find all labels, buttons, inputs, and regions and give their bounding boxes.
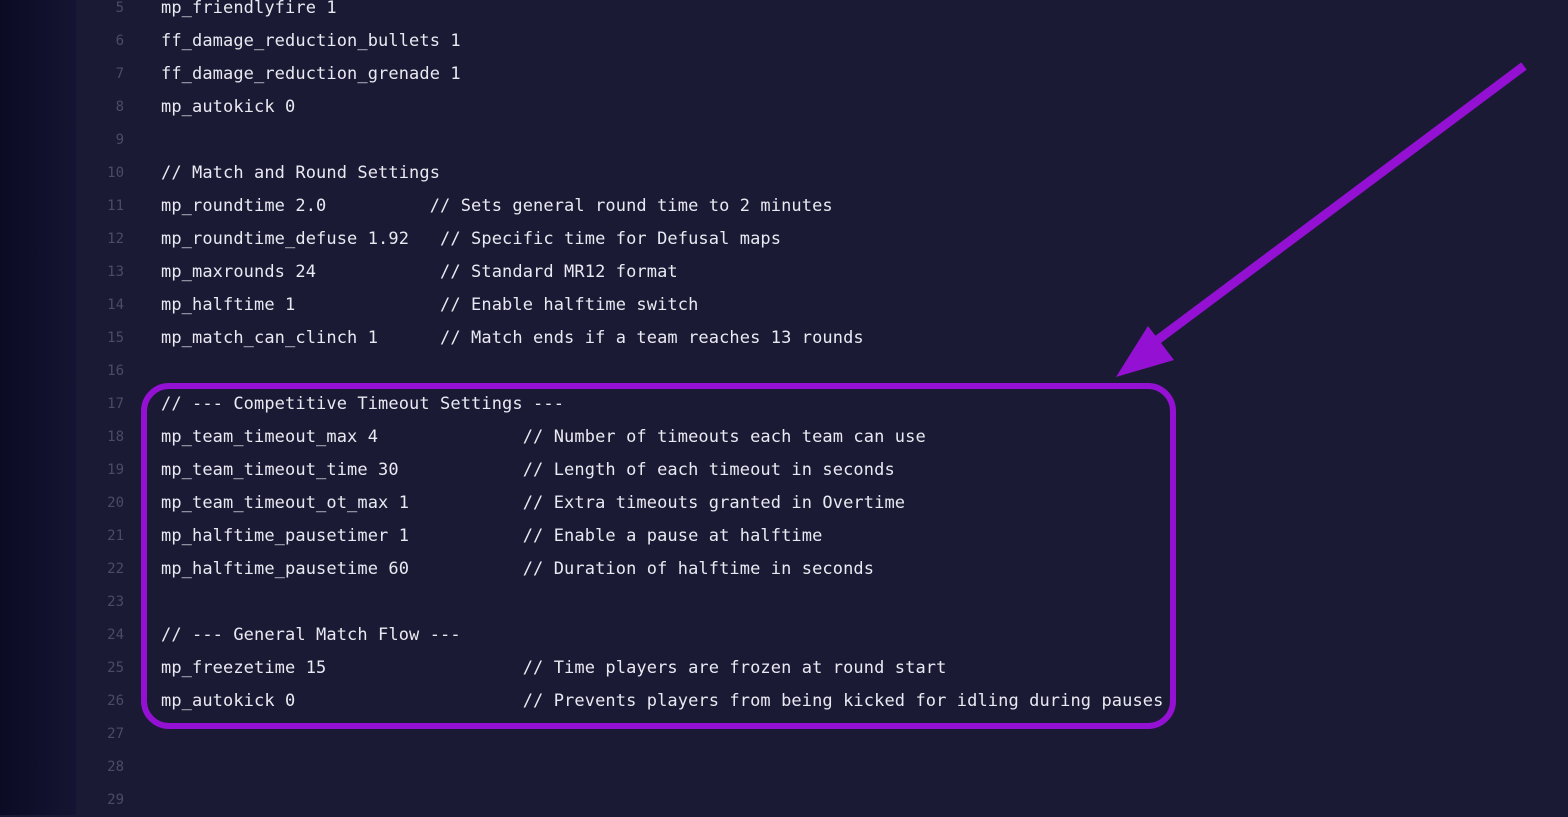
line-number: 7 <box>115 66 124 82</box>
code-line[interactable]: 25 mp_freezetime 15 // Time players are f… <box>76 652 1568 685</box>
line-text[interactable]: // --- Competitive Timeout Settings --- <box>161 394 565 414</box>
line-number: 28 <box>107 759 124 775</box>
line-number: 20 <box>107 495 124 511</box>
line-text[interactable]: mp_halftime_pausetime 60 // Duration of … <box>161 559 875 579</box>
line-number: 29 <box>107 792 124 808</box>
line-number: 27 <box>107 726 124 742</box>
line-number: 14 <box>107 297 124 313</box>
code-line[interactable]: 18 mp_team_timeout_max 4 // Number of tim… <box>76 421 1568 454</box>
line-number: 13 <box>107 264 124 280</box>
line-text[interactable]: mp_halftime_pausetimer 1 // Enable a pau… <box>161 526 823 546</box>
line-number: 24 <box>107 627 124 643</box>
code-line[interactable]: 22 mp_halftime_pausetime 60 // Duration o… <box>76 553 1568 586</box>
code-line[interactable]: 27 <box>76 718 1568 751</box>
line-number: 10 <box>107 165 124 181</box>
line-text[interactable]: mp_team_timeout_time 30 // Length of eac… <box>161 460 895 480</box>
code-line[interactable]: 16 <box>76 355 1568 388</box>
line-text[interactable]: // --- General Match Flow --- <box>161 625 461 645</box>
code-line[interactable]: 23 <box>76 586 1568 619</box>
line-number: 26 <box>107 693 124 709</box>
line-number: 25 <box>107 660 124 676</box>
code-line[interactable]: 10 // Match and Round Settings <box>76 157 1568 190</box>
line-number: 11 <box>107 198 124 214</box>
code-line[interactable]: 20 mp_team_timeout_ot_max 1 // Extra time… <box>76 487 1568 520</box>
line-number: 5 <box>115 0 124 16</box>
line-text[interactable]: mp_team_timeout_ot_max 1 // Extra timeou… <box>161 493 906 513</box>
code-line[interactable]: 21 mp_halftime_pausetimer 1 // Enable a p… <box>76 520 1568 553</box>
sidebar-edge <box>0 0 76 815</box>
line-number: 16 <box>107 363 124 379</box>
line-text[interactable]: mp_freezetime 15 // Time players are fro… <box>161 658 947 678</box>
code-line[interactable]: 9 <box>76 124 1568 157</box>
line-text[interactable]: mp_match_can_clinch 1 // Match ends if a… <box>161 328 864 348</box>
line-number: 22 <box>107 561 124 577</box>
code-line[interactable]: 28 <box>76 751 1568 784</box>
line-number: 15 <box>107 330 124 346</box>
line-text[interactable]: ff_damage_reduction_grenade 1 <box>161 64 461 84</box>
code-line[interactable]: 5 mp_friendlyfire 1 <box>76 0 1568 25</box>
code-line[interactable]: 7 ff_damage_reduction_grenade 1 <box>76 58 1568 91</box>
code-line[interactable]: 29 <box>76 784 1568 817</box>
line-text[interactable]: mp_roundtime 2.0 // Sets general round t… <box>161 196 833 216</box>
line-text[interactable]: mp_autokick 0 <box>161 97 296 117</box>
line-text[interactable]: // Match and Round Settings <box>161 163 441 183</box>
line-number: 8 <box>115 99 124 115</box>
code-line[interactable]: 24 // --- General Match Flow --- <box>76 619 1568 652</box>
code-line[interactable]: 8 mp_autokick 0 <box>76 91 1568 124</box>
code-line[interactable]: 26 mp_autokick 0 // Prevents players from… <box>76 685 1568 718</box>
line-number: 12 <box>107 231 124 247</box>
line-number: 6 <box>115 33 124 49</box>
line-text[interactable]: mp_autokick 0 // Prevents players from b… <box>161 691 1164 711</box>
code-line[interactable]: 11 mp_roundtime 2.0 // Sets general round… <box>76 190 1568 223</box>
line-number: 19 <box>107 462 124 478</box>
code-line[interactable]: 19 mp_team_timeout_time 30 // Length of e… <box>76 454 1568 487</box>
code-line[interactable]: 6 ff_damage_reduction_bullets 1 <box>76 25 1568 58</box>
line-number: 17 <box>107 396 124 412</box>
line-text[interactable]: mp_halftime 1 // Enable halftime switch <box>161 295 699 315</box>
line-text[interactable]: mp_team_timeout_max 4 // Number of timeo… <box>161 427 926 447</box>
code-lines: 5 mp_friendlyfire 1 6 ff_damage_reduction_… <box>76 0 1568 817</box>
line-number: 9 <box>115 132 124 148</box>
line-text[interactable]: mp_friendlyfire 1 <box>161 0 337 18</box>
line-number: 18 <box>107 429 124 445</box>
line-number: 21 <box>107 528 124 544</box>
line-text[interactable]: ff_damage_reduction_bullets 1 <box>161 31 461 51</box>
line-number: 23 <box>107 594 124 610</box>
code-line[interactable]: 15 mp_match_can_clinch 1 // Match ends if… <box>76 322 1568 355</box>
code-line[interactable]: 13 mp_maxrounds 24 // Standard MR12 forma… <box>76 256 1568 289</box>
line-text[interactable]: mp_maxrounds 24 // Standard MR12 format <box>161 262 678 282</box>
code-line[interactable]: 17 // --- Competitive Timeout Settings --… <box>76 388 1568 421</box>
code-line[interactable]: 14 mp_halftime 1 // Enable halftime switc… <box>76 289 1568 322</box>
line-text[interactable]: mp_roundtime_defuse 1.92 // Specific tim… <box>161 229 782 249</box>
code-line[interactable]: 12 mp_roundtime_defuse 1.92 // Specific t… <box>76 223 1568 256</box>
